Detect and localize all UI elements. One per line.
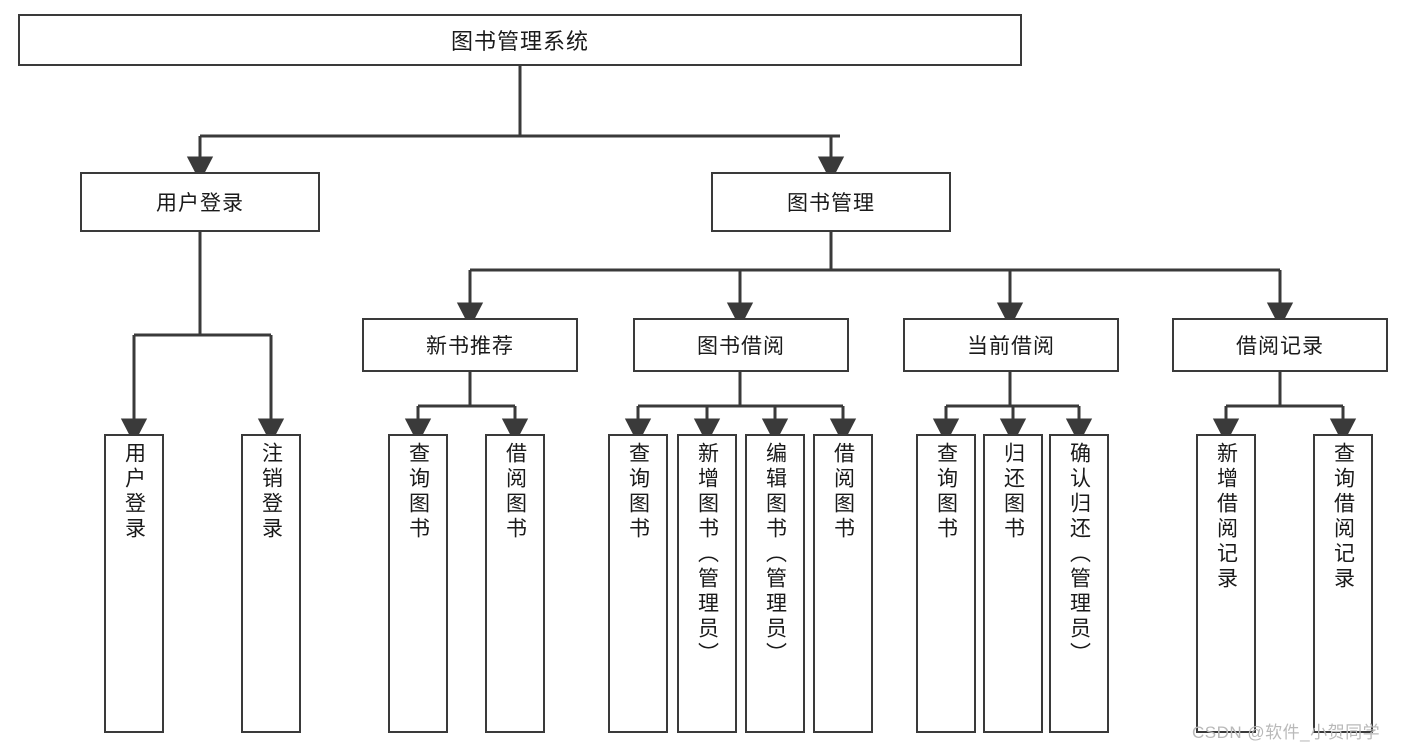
node-label: 当前借阅	[967, 335, 1055, 358]
node-label: 图书借阅	[697, 335, 785, 358]
node-leaf-user-login[interactable]: 用户登录	[104, 434, 164, 733]
node-label: 确认归还（管理员）	[1067, 442, 1091, 667]
node-label: 归还图书	[1001, 442, 1025, 542]
connector-borrow-record-children	[1212, 372, 1357, 444]
node-label: 查询借阅记录	[1331, 442, 1355, 592]
node-leaf-borrow-books[interactable]: 借阅图书	[813, 434, 873, 733]
node-borrow-record[interactable]: 借阅记录	[1172, 318, 1388, 372]
node-leaf-logout-login[interactable]: 注销登录	[241, 434, 301, 733]
node-book-management[interactable]: 图书管理	[711, 172, 951, 232]
node-user-login[interactable]: 用户登录	[80, 172, 320, 232]
watermark-text: CSDN @软件_小贺同学	[1192, 723, 1381, 742]
node-label: 用户登录	[122, 442, 146, 542]
node-leaf-add-book-admin[interactable]: 新增图书（管理员）	[677, 434, 737, 733]
node-leaf-edit-book-admin[interactable]: 编辑图书（管理员）	[745, 434, 805, 733]
node-label: 查询图书	[934, 442, 958, 542]
node-label: 用户登录	[156, 192, 244, 215]
node-label: 新书推荐	[426, 335, 514, 358]
csdn-watermark: CSDN @软件_小贺同学	[1192, 718, 1380, 743]
node-leaf-query-borrow-record[interactable]: 查询借阅记录	[1313, 434, 1373, 733]
node-leaf-query-books-borrow[interactable]: 查询图书	[608, 434, 668, 733]
node-label: 图书管理系统	[450, 29, 589, 54]
node-leaf-add-borrow-record[interactable]: 新增借阅记录	[1196, 434, 1256, 733]
node-label: 借阅图书	[831, 442, 855, 542]
connector-book-management-children	[456, 232, 1294, 328]
node-label: 编辑图书（管理员）	[763, 442, 787, 667]
node-label: 图书管理	[787, 192, 875, 215]
node-new-book-recommend[interactable]: 新书推荐	[362, 318, 578, 372]
connector-current-borrow-children	[932, 372, 1093, 444]
node-label: 查询图书	[626, 442, 650, 542]
node-leaf-return-books[interactable]: 归还图书	[983, 434, 1043, 733]
node-leaf-query-books-current[interactable]: 查询图书	[916, 434, 976, 733]
node-label: 查询图书	[406, 442, 430, 542]
node-leaf-confirm-return-admin[interactable]: 确认归还（管理员）	[1049, 434, 1109, 733]
node-label: 注销登录	[259, 442, 283, 542]
node-label: 新增借阅记录	[1214, 442, 1238, 592]
connector-book-borrow-children	[624, 372, 857, 444]
node-root-system[interactable]: 图书管理系统	[18, 14, 1022, 66]
connector-root-to-level1	[186, 66, 845, 182]
node-label: 借阅图书	[503, 442, 527, 542]
connector-new-book-recommend-children	[404, 372, 529, 444]
node-label: 新增图书（管理员）	[695, 442, 719, 667]
connector-user-login-children	[120, 232, 285, 444]
node-leaf-query-books-recommend[interactable]: 查询图书	[388, 434, 448, 733]
node-book-borrow[interactable]: 图书借阅	[633, 318, 849, 372]
node-current-borrow[interactable]: 当前借阅	[903, 318, 1119, 372]
node-label: 借阅记录	[1236, 335, 1324, 358]
node-leaf-borrow-books-recommend[interactable]: 借阅图书	[485, 434, 545, 733]
